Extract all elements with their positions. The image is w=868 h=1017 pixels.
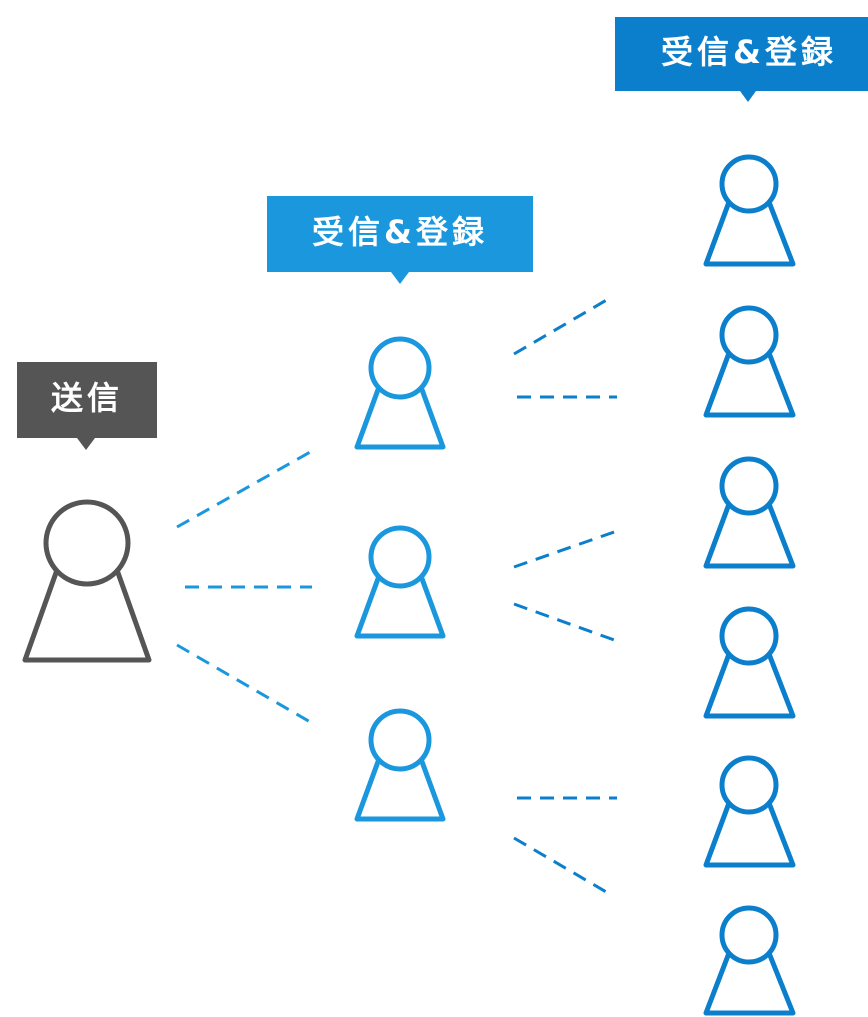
connector-l1c-to-l2-6 [513,836,609,895]
receiver-level2-person-icon [703,456,796,569]
receiver-level1-person-icon [354,708,446,822]
connector-sender-to-receiver-1 [176,449,313,529]
sender-label: 送信 [17,362,157,450]
sender-label-text: 送信 [51,379,123,417]
receiver-level2-person-icon [703,755,796,868]
connector-sender-to-receiver-3 [176,643,313,725]
receiver-level2-label-background [615,17,868,102]
receiver-level1-label-text: 受信&登録 [312,213,488,251]
connectors-level1-to-level2 [513,296,618,895]
receiver-level2-person-icon [703,305,796,418]
receiver-level1-label: 受信&登録 [267,196,533,284]
receiver-level1-person-icon [354,525,446,639]
connector-l1b-to-l2-3 [513,529,618,569]
receiver-level2-person-icon [703,154,796,267]
sender-person-icon [22,499,152,663]
connector-l1b-to-l2-4 [513,602,618,643]
receiver-level2-person-icon [703,905,796,1016]
receiver-level1-person-icon [354,336,446,450]
receiver-level1-label-background [267,196,533,284]
connectors-sender-to-level1 [176,449,313,725]
receiver-level2-label-text: 受信&登録 [661,33,837,71]
connector-l1a-to-l2-1 [513,296,611,356]
receiver-level2-person-icon [703,606,796,719]
sender-label-background [17,362,157,450]
receiver-level2-label: 受信&登録 [615,17,868,102]
